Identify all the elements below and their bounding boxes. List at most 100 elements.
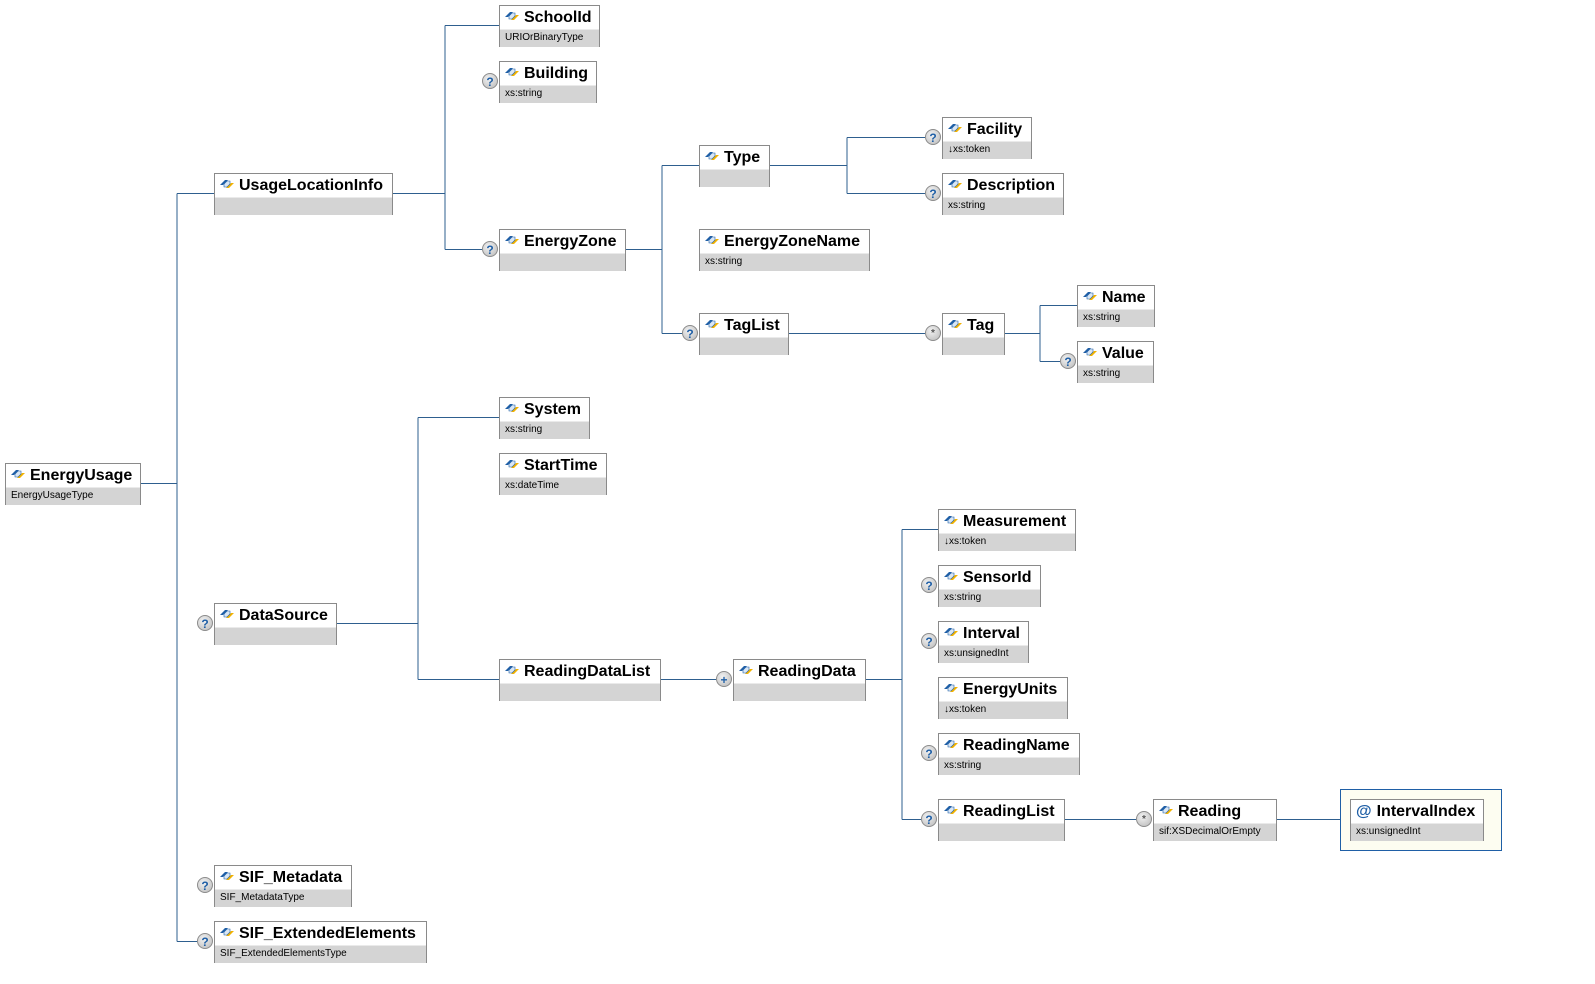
node-header: Building [500, 62, 596, 86]
node-header: Value [1078, 342, 1153, 366]
element-icon [944, 740, 958, 748]
node-readinglist[interactable]: ReadingList [938, 799, 1065, 841]
optional-icon: ? [197, 933, 213, 949]
node-type: xs:string [1078, 366, 1153, 383]
node-type: ↓xs:token [939, 534, 1075, 551]
node-readingdata[interactable]: ReadingData [733, 659, 866, 701]
node-name: ReadingList [963, 803, 1055, 820]
node-name: Description [967, 177, 1056, 194]
node-measurement[interactable]: Measurement↓xs:token [938, 509, 1076, 551]
node-type: URIOrBinaryType [500, 30, 599, 47]
node-name: EnergyZone [524, 233, 617, 250]
element-icon [705, 320, 719, 328]
node-header: System [500, 398, 589, 422]
node-tag[interactable]: Tag [942, 313, 1005, 355]
node-name: ReadingName [963, 737, 1070, 754]
node-type: xs:dateTime [500, 478, 606, 495]
node-name: EnergyUnits [963, 681, 1058, 698]
node-name: EnergyZoneName [724, 233, 861, 250]
node-starttime[interactable]: StartTime xs:dateTime [499, 453, 607, 495]
node-type [700, 170, 769, 187]
node-taglist[interactable]: TagList [699, 313, 789, 355]
element-icon [505, 68, 519, 76]
node-name: Building [524, 65, 588, 82]
node-header: Name [1078, 286, 1154, 310]
node-usagelocationinfo[interactable]: UsageLocationInfo [214, 173, 393, 215]
element-icon [1083, 292, 1097, 300]
element-icon [220, 872, 234, 880]
optional-icon: ? [925, 129, 941, 145]
element-icon [944, 628, 958, 636]
node-header: TagList [700, 314, 788, 338]
optional-icon: ? [921, 745, 937, 761]
node-name: ReadingDataList [524, 663, 651, 680]
node-energyzonename[interactable]: EnergyZoneName xs:string [699, 229, 870, 271]
node-type: xs:string [939, 758, 1079, 775]
element-icon [220, 180, 234, 188]
node-type [734, 684, 865, 701]
node-type[interactable]: Type [699, 145, 770, 187]
node-header: Measurement [939, 510, 1075, 534]
node-name: SIF_ExtendedElements [239, 925, 416, 942]
element-icon [505, 12, 519, 20]
node-type [939, 824, 1064, 841]
node-header: ReadingDataList [500, 660, 660, 684]
node-energyzone[interactable]: EnergyZone [499, 229, 626, 271]
element-icon [1083, 348, 1097, 356]
node-readingdatalist[interactable]: ReadingDataList [499, 659, 661, 701]
node-header: EnergyUnits [939, 678, 1067, 702]
node-type: xs:string [500, 422, 589, 439]
node-readingname[interactable]: ReadingName xs:string [938, 733, 1080, 775]
optional-icon: ? [921, 633, 937, 649]
node-type [500, 684, 660, 701]
node-datasource[interactable]: DataSource [214, 603, 337, 645]
optional-icon: ? [682, 325, 698, 341]
node-type: sif:XSDecimalOrEmpty [1154, 824, 1276, 841]
attribute-icon: @ [1356, 803, 1372, 820]
node-type: ↓xs:token [939, 702, 1067, 719]
node-header: EnergyZoneName [700, 230, 869, 254]
node-header: EnergyZone [500, 230, 625, 254]
element-icon [944, 572, 958, 580]
node-type: xs:unsignedInt [1351, 824, 1483, 841]
node-name: Type [724, 149, 761, 166]
node-header: StartTime [500, 454, 606, 478]
node-name: StartTime [524, 457, 598, 474]
node-header: SchoolId [500, 6, 599, 30]
node-name: UsageLocationInfo [239, 177, 384, 194]
node-type [500, 254, 625, 271]
node-type: xs:string [700, 254, 869, 271]
node-type [215, 198, 392, 215]
node-facility[interactable]: Facility↓xs:token [942, 117, 1032, 159]
optional-icon: ? [197, 615, 213, 631]
node-energyunits[interactable]: EnergyUnits ↓xs:token [938, 677, 1068, 719]
node-header: UsageLocationInfo [215, 174, 392, 198]
zero-or-more-icon: * [925, 325, 941, 341]
node-name: Tag [967, 317, 995, 334]
optional-icon: ? [921, 577, 937, 593]
node-type [215, 628, 336, 645]
node-header: SIF_ExtendedElements [215, 922, 426, 946]
element-icon [505, 666, 519, 674]
node-header: @IntervalIndex [1351, 800, 1483, 824]
node-name: TagList [724, 317, 780, 334]
node-type [943, 338, 1004, 355]
node-header: ReadingName [939, 734, 1079, 758]
node-name: EnergyUsage [30, 467, 133, 484]
element-icon [948, 124, 962, 132]
element-icon [705, 236, 719, 244]
